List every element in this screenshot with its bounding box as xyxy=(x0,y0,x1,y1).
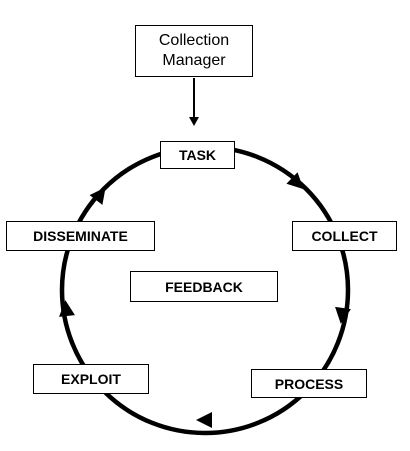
stage-task: TASK xyxy=(160,141,235,169)
stage-process: PROCESS xyxy=(251,369,367,398)
collection-manager-box: Collection Manager xyxy=(135,25,253,77)
stage-disseminate-label: DISSEMINATE xyxy=(33,228,128,244)
feedback-box: FEEDBACK xyxy=(130,271,278,302)
stage-collect-label: COLLECT xyxy=(311,228,378,244)
collection-manager-label-line2: Manager xyxy=(162,52,226,69)
cycle-arrow-icon xyxy=(335,306,351,324)
collection-manager-label-line1: Collection xyxy=(158,32,230,49)
cycle-arrow-icon xyxy=(196,412,212,428)
stage-task-label: TASK xyxy=(178,147,217,163)
down-arrow-icon xyxy=(189,117,199,126)
stage-collect: COLLECT xyxy=(292,221,397,251)
feedback-label: FEEDBACK xyxy=(165,278,243,295)
stage-disseminate: DISSEMINATE xyxy=(6,221,155,251)
stage-process-label: PROCESS xyxy=(274,375,344,392)
cycle-arrow-icon xyxy=(59,300,75,317)
cycle-arrow-icon xyxy=(286,172,304,190)
cycle-arrow-icon xyxy=(89,187,106,205)
stage-exploit-label: EXPLOIT xyxy=(61,371,121,387)
stage-exploit: EXPLOIT xyxy=(33,364,149,394)
